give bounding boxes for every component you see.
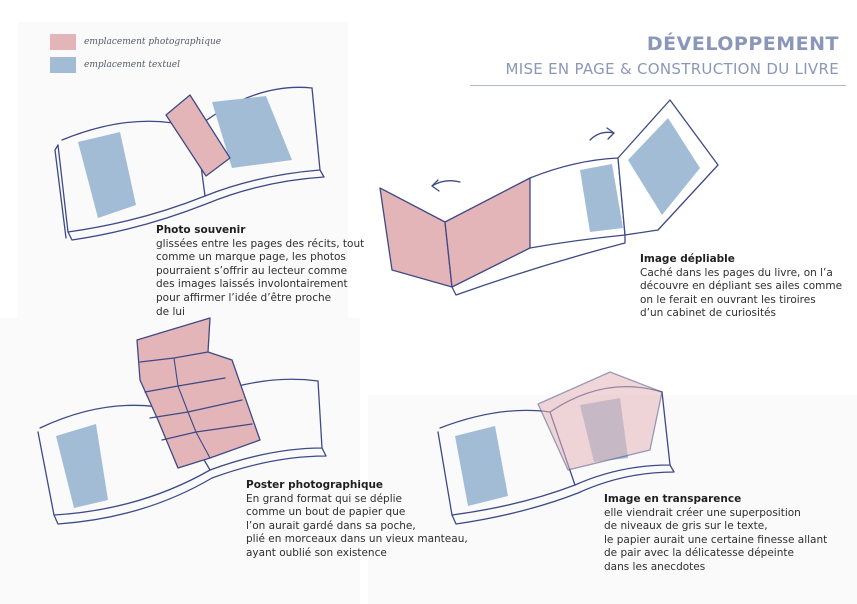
page-subtitle: MISE EN PAGE & CONSTRUCTION DU LIVRE <box>505 60 839 78</box>
title-divider <box>470 85 846 86</box>
legend-label-photo: emplacement photographique <box>84 37 222 47</box>
caption-photo-souvenir: Photo souvenir glissées entre les pages … <box>156 224 376 319</box>
caption-transparence: Image en transparence elle viendrait cré… <box>604 493 849 575</box>
text-swatch <box>50 57 76 73</box>
caption-title: Photo souvenir <box>156 224 246 236</box>
sketch-transparence <box>437 371 675 525</box>
caption-title: Image dépliable <box>640 253 735 265</box>
caption-image-depliable: Image dépliable Caché dans les pages du … <box>640 253 850 321</box>
legend: emplacement photographique emplacement t… <box>50 32 221 78</box>
caption-body: elle viendrait créer une superposition d… <box>604 506 828 573</box>
legend-item-text: emplacement textuel <box>50 55 221 75</box>
page-title: DÉVELOPPEMENT <box>646 33 839 55</box>
caption-title: Poster photographique <box>246 479 384 491</box>
caption-body: En grand format qui se déplie comme un b… <box>246 492 468 559</box>
caption-poster: Poster photographique En grand format qu… <box>246 479 481 561</box>
sketch-poster <box>37 317 327 525</box>
caption-title: Image en transparence <box>604 493 742 505</box>
sketch-image-depliable <box>379 99 719 296</box>
caption-body: glissées entre les pages des récits, tou… <box>156 237 365 318</box>
legend-label-text: emplacement textuel <box>84 60 181 70</box>
legend-item-photo: emplacement photographique <box>50 32 221 52</box>
photo-swatch <box>50 34 76 50</box>
caption-body: Caché dans les pages du livre, on l’a dé… <box>640 266 843 320</box>
sketch-photo-souvenir <box>54 86 325 241</box>
